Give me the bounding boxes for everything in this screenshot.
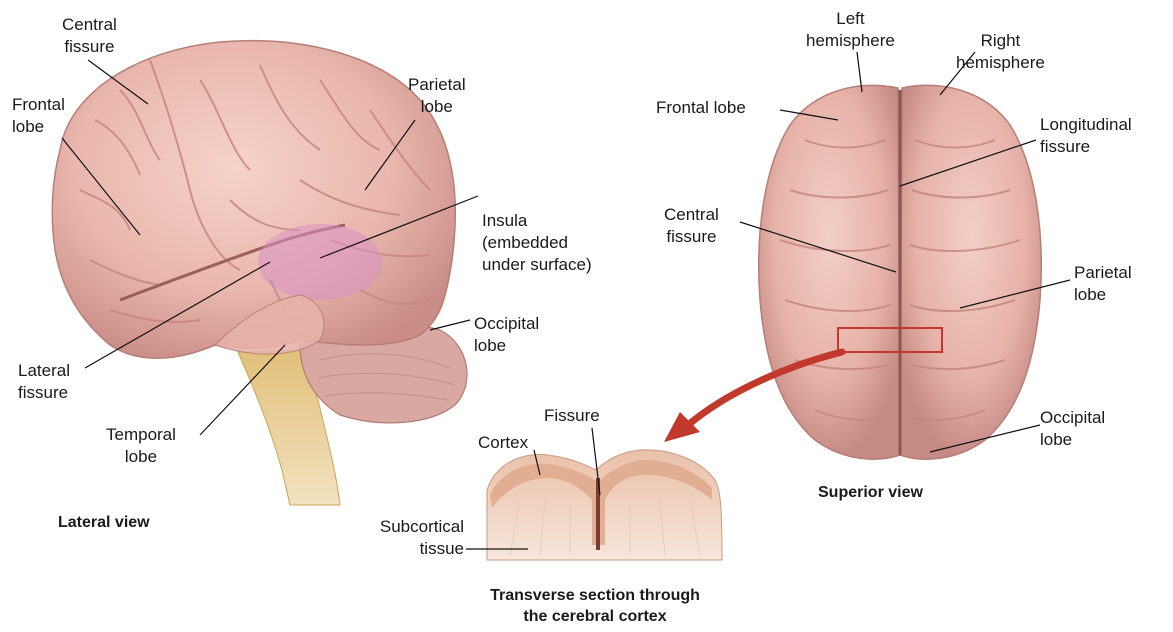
label-longitudinal-fissure: Longitudinal fissure [1040, 114, 1132, 158]
label-line: lobe [474, 335, 539, 357]
label-line: Central [664, 204, 719, 226]
label-line: Parietal [1074, 262, 1132, 284]
label-line: Central [62, 14, 117, 36]
label-line: lobe [1040, 429, 1105, 451]
label-frontal-lobe-superior: Frontal lobe [656, 97, 746, 119]
label-line: fissure [664, 226, 719, 248]
label-line: Lateral [18, 360, 70, 382]
label-central-fissure-lateral: Central fissure [62, 14, 117, 58]
caption-line: the cerebral cortex [440, 606, 750, 627]
label-line: lobe [12, 116, 65, 138]
label-line: fissure [1040, 136, 1132, 158]
label-frontal-lobe-lateral: Frontal lobe [12, 94, 65, 138]
label-fissure-section: Fissure [544, 405, 600, 427]
label-line: Occipital [1040, 407, 1105, 429]
label-line: hemisphere [806, 30, 895, 52]
label-line: Subcortical [352, 516, 464, 538]
caption-transverse-section: Transverse section through the cerebral … [440, 585, 750, 627]
label-line: Right [956, 30, 1045, 52]
label-line: Insula [482, 210, 592, 232]
caption-lateral-view: Lateral view [58, 512, 150, 533]
insula-region [258, 224, 382, 300]
caption-superior-view: Superior view [818, 482, 923, 503]
label-line: Longitudinal [1040, 114, 1132, 136]
label-line: Parietal [408, 74, 466, 96]
label-line: fissure [18, 382, 70, 404]
superior-brain [759, 85, 1042, 459]
label-line: tissue [352, 538, 464, 560]
label-line: Temporal [106, 424, 176, 446]
label-left-hemisphere: Left hemisphere [806, 8, 895, 52]
label-line: Left [806, 8, 895, 30]
label-line: under surface) [482, 254, 592, 276]
label-line: Frontal [12, 94, 65, 116]
label-line: (embedded [482, 232, 592, 254]
label-subcortical-tissue: Subcortical tissue [352, 516, 464, 560]
caption-line: Transverse section through [440, 585, 750, 606]
label-line: hemisphere [956, 52, 1045, 74]
label-line: lobe [106, 446, 176, 468]
label-occipital-lobe-lateral: Occipital lobe [474, 313, 539, 357]
transverse-section [487, 450, 722, 560]
label-temporal-lobe: Temporal lobe [106, 424, 176, 468]
label-insula: Insula (embedded under surface) [482, 210, 592, 276]
label-line: fissure [62, 36, 117, 58]
label-occipital-lobe-superior: Occipital lobe [1040, 407, 1105, 451]
label-cortex: Cortex [478, 432, 528, 454]
label-parietal-lobe-lateral: Parietal lobe [408, 74, 466, 118]
label-parietal-lobe-superior: Parietal lobe [1074, 262, 1132, 306]
label-right-hemisphere: Right hemisphere [956, 30, 1045, 74]
label-lateral-fissure: Lateral fissure [18, 360, 70, 404]
label-line: Occipital [474, 313, 539, 335]
label-central-fissure-superior: Central fissure [664, 204, 719, 248]
label-line: lobe [408, 96, 466, 118]
label-line: lobe [1074, 284, 1132, 306]
